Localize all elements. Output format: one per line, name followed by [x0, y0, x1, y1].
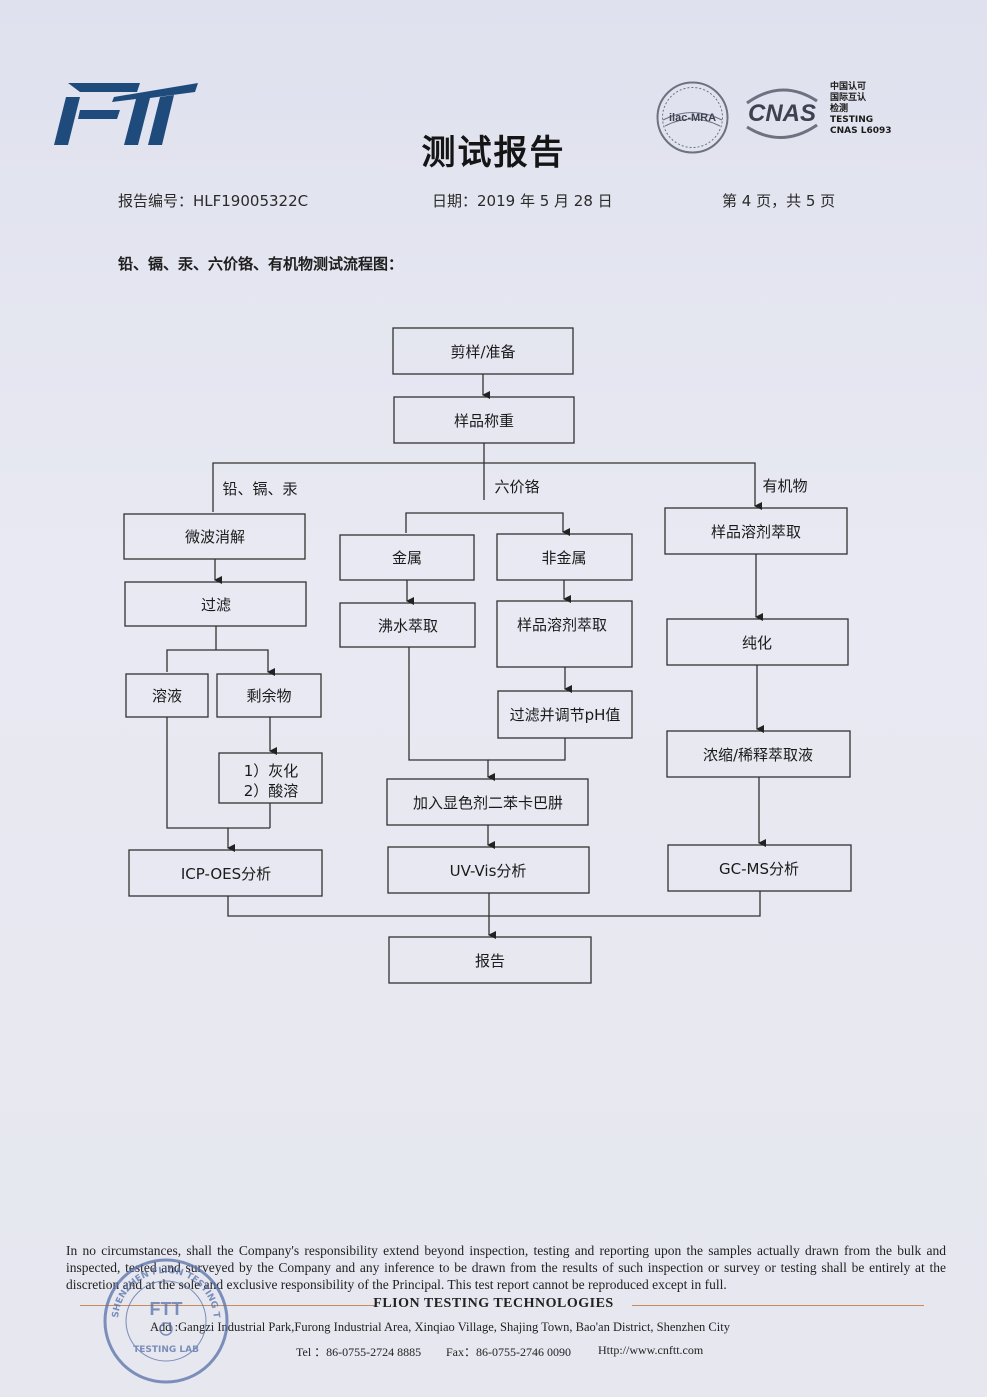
label-filter-ph: 过滤并调节pH值 — [510, 706, 621, 724]
footer-divider-right — [632, 1305, 924, 1306]
label-microwave: 微波消解 — [185, 528, 245, 546]
cnas-logo: CNAS — [746, 88, 818, 139]
report-date: 日期：2019 年 5 月 28 日 — [432, 192, 613, 210]
footer-tel: Tel ：86-0755-2724 8885 — [296, 1345, 422, 1359]
label-residue: 剩余物 — [246, 687, 291, 705]
label-ash: 1）灰化 — [244, 762, 299, 780]
label-org-ext: 样品溶剂萃取 — [711, 523, 801, 541]
label-boil: 沸水萃取 — [378, 617, 438, 635]
label-uv: UV-Vis分析 — [450, 862, 527, 880]
footer-fax: Fax：86-0755-2746 0090 — [446, 1345, 571, 1359]
label-nonmetal: 非金属 — [541, 549, 586, 567]
svg-text:FTT: FTT — [150, 1299, 183, 1319]
report-number: 报告编号：HLF19005322C — [118, 192, 309, 210]
cnas-accreditation-text: 中国认可 国际互认 检测 TESTING CNAS L6093 — [830, 82, 892, 136]
footer-address: Add :Gangzi Industrial Park,Furong Indus… — [150, 1320, 730, 1334]
footer-website: Http://www.cnftt.com — [598, 1343, 704, 1357]
section-title: 铅、镉、汞、六价铬、有机物测试流程图： — [118, 255, 404, 273]
footer-company-name: FLION TESTING TECHNOLOGIES — [373, 1296, 614, 1311]
label-metal: 金属 — [392, 549, 422, 567]
page-number: 第 4 页，共 5 页 — [722, 192, 836, 210]
box-solvent-ext — [496, 600, 633, 668]
footer-disclaimer: In no circumstances, shall the Company's… — [66, 1243, 946, 1292]
label-branch-cr6: 六价铬 — [494, 478, 539, 496]
label-branch-metal: 铅、镉、汞 — [222, 480, 297, 498]
label-concentrate: 浓缩/稀释萃取液 — [703, 746, 813, 764]
label-reagent: 加入显色剂二苯卡巴肼 — [413, 794, 563, 812]
svg-text:TESTING LAB: TESTING LAB — [133, 1345, 199, 1355]
label-branch-org: 有机物 — [762, 477, 807, 495]
footer-divider-left — [80, 1305, 376, 1306]
label-solution: 溶液 — [152, 687, 182, 705]
company-stamp: SHENZHEN FLION TESTING TECHNOLOGIES CO.,… — [102, 1257, 229, 1384]
label-weigh: 样品称重 — [454, 412, 514, 430]
label-filter: 过滤 — [201, 596, 231, 614]
label-report: 报告 — [475, 952, 505, 970]
svg-text:ilac-MRA: ilac-MRA — [669, 112, 716, 124]
box-icp — [128, 849, 323, 897]
label-cut: 剪样/准备 — [450, 343, 515, 361]
svg-text:CNAS: CNAS — [748, 100, 816, 127]
ilac-mra-logo: ilac-MRA — [656, 81, 729, 154]
label-solvent-ext: 样品溶剂萃取 — [517, 616, 607, 634]
label-icp: ICP-OES分析 — [181, 865, 271, 883]
label-gcms: GC-MS分析 — [719, 860, 799, 878]
label-acid: 2）酸溶 — [244, 782, 299, 800]
ftt-logo — [54, 83, 198, 145]
page-title: 测试报告 — [421, 133, 566, 173]
label-purify: 纯化 — [742, 634, 772, 652]
